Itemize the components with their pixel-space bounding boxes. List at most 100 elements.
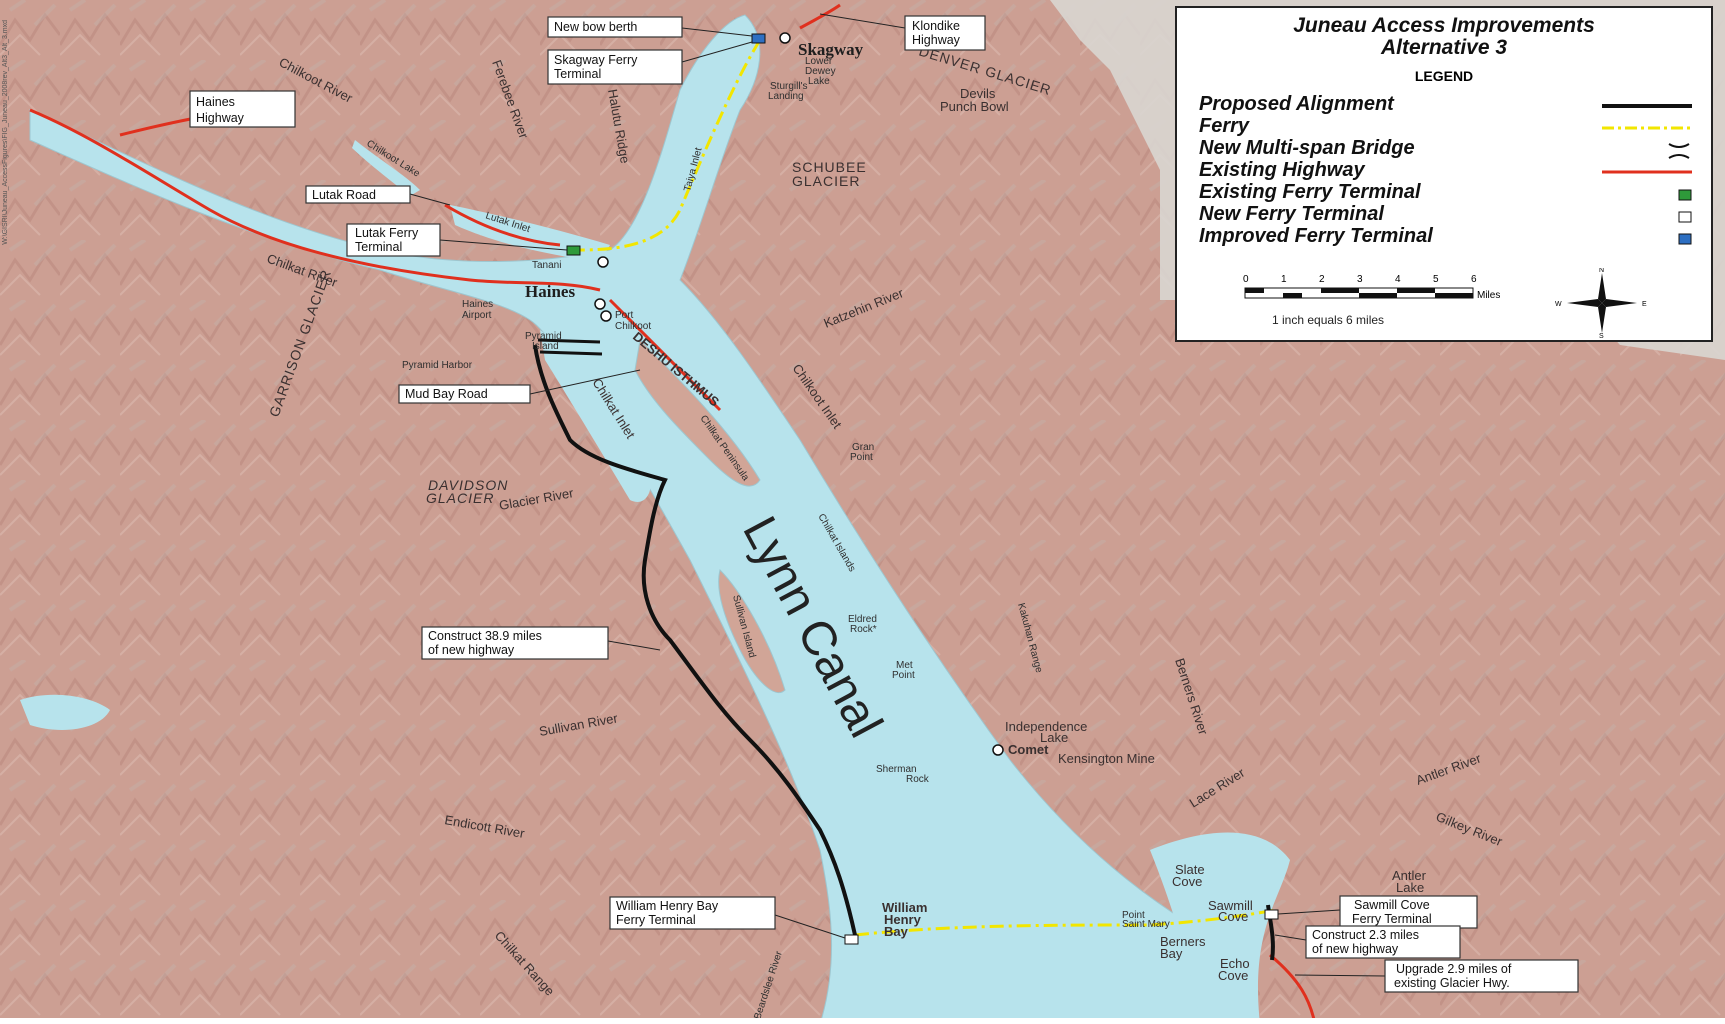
sullivan-island — [718, 569, 786, 693]
sawmill-new-terminal — [1264, 909, 1279, 920]
svg-text:S: S — [1599, 333, 1604, 338]
scale-tick-label: 2 — [1319, 274, 1325, 285]
existing-highway — [29, 3, 1317, 1024]
scale-unit: Miles — [1477, 290, 1500, 301]
label-lower-dewey-2: Dewey — [805, 66, 836, 77]
chilkat-inlet-water — [540, 330, 651, 502]
svg-text:Highway: Highway — [196, 111, 245, 125]
svg-text:New bow berth: New bow berth — [554, 20, 637, 34]
callout-lutak-road: Lutak Road — [305, 185, 411, 204]
label-berners-bay-2: Bay — [1160, 946, 1183, 961]
legend-bridge-symbol — [1668, 143, 1690, 159]
file-path-text: W:\GISRI\Juneau_AccessFigures\FIG_Juneau… — [2, 20, 9, 245]
svg-text:Klondike: Klondike — [912, 19, 960, 33]
svg-text:of new highway: of new highway — [1312, 942, 1399, 956]
label-lower-dewey-3: Lake — [808, 76, 830, 87]
legend-label-existing-terminal: Existing Ferry Terminal — [1199, 181, 1421, 203]
label-davidson-1: DAVIDSON — [428, 477, 508, 493]
legend-new-terminal-symbol — [1678, 211, 1692, 223]
label-devils-2: Punch Bowl — [940, 99, 1009, 114]
label-slate-cove-2: Cove — [1172, 874, 1202, 889]
callout-whb-ferry-terminal: William Henry Bay Ferry Terminal — [609, 896, 776, 930]
callout-upgrade-2-9: Upgrade 2.9 miles of existing Glacier Hw… — [1384, 959, 1579, 993]
label-tanani: Tanani — [532, 260, 561, 271]
label-haines-airport-1: Haines — [462, 299, 493, 310]
svg-text:Ferry Terminal: Ferry Terminal — [1352, 912, 1432, 926]
skagway-improved-terminal — [751, 33, 766, 44]
legend-panel: Juneau Access Improvements Alternative 3… — [1175, 6, 1713, 342]
legend-label-bridge: New Multi-span Bridge — [1199, 137, 1415, 159]
compass-rose: N S W E — [1555, 268, 1647, 338]
svg-text:existing Glacier Hwy.: existing Glacier Hwy. — [1394, 976, 1510, 990]
callout-skagway-ferry-terminal: Skagway Ferry Terminal — [547, 49, 683, 85]
label-william-henry-2: Henry — [884, 912, 922, 927]
svg-text:Construct 38.9 miles: Construct 38.9 miles — [428, 629, 542, 643]
label-antler-lake-1: Antler — [1392, 868, 1427, 883]
label-point-st-mary-1: Point — [1122, 910, 1145, 921]
bottom-margin — [0, 1018, 1725, 1024]
svg-text:Lutak Road: Lutak Road — [312, 188, 376, 202]
label-davidson-2: GLACIER — [426, 490, 494, 506]
west-lake-water — [20, 694, 110, 730]
legend-symbols — [1602, 104, 1692, 245]
svg-text:William Henry Bay: William Henry Bay — [616, 899, 719, 913]
callout-lutak-ferry-terminal: Lutak Ferry Terminal — [346, 223, 441, 257]
label-sawmill-cove-1: Sawmill — [1208, 898, 1253, 913]
label-echo-cove-2: Cove — [1218, 968, 1248, 983]
legend-improved-terminal-symbol — [1678, 233, 1692, 245]
label-independence-1: Independence — [1005, 719, 1087, 734]
svg-text:Lutak Ferry: Lutak Ferry — [355, 226, 419, 240]
label-haines: Haines — [525, 282, 575, 301]
callout-construct-38-9: Construct 38.9 miles of new highway — [421, 626, 609, 660]
callout-mud-bay-road: Mud Bay Road — [398, 384, 531, 404]
label-pyramid-island-2: Island — [532, 341, 559, 352]
label-schubee-2: GLACIER — [792, 173, 860, 189]
label-william-henry-1: William — [882, 900, 927, 915]
scale-tick-label: 0 — [1243, 274, 1249, 285]
label-berners-bay-1: Berners — [1160, 934, 1206, 949]
svg-text:N: N — [1599, 268, 1604, 274]
label-pyramid-harbor: Pyramid Harbor — [402, 360, 473, 371]
legend-label-ferry: Ferry — [1199, 115, 1250, 137]
scale-tick-label: 6 — [1471, 274, 1477, 285]
label-met-point-2: Point — [892, 670, 915, 681]
scale-tick-label: 5 — [1433, 274, 1439, 285]
chilkoot-lake-water — [352, 140, 420, 196]
new-bridge-symbol — [537, 338, 603, 356]
label-eldred-1: Eldred — [848, 614, 877, 625]
label-met-point-1: Met — [896, 660, 913, 671]
legend-title-1: Juneau Access Improvements — [1293, 14, 1595, 37]
label-eldred-2: Rock* — [850, 624, 877, 635]
legend-label-proposed-alignment: Proposed Alignment — [1199, 93, 1394, 115]
proposed-alignment — [533, 344, 1275, 961]
legend-heading: LEGEND — [1414, 68, 1474, 84]
label-sturgills-1: Sturgill's — [770, 81, 807, 92]
svg-text:W: W — [1555, 301, 1562, 308]
svg-text:Mud Bay Road: Mud Bay Road — [405, 387, 488, 401]
whb-new-terminal — [844, 934, 859, 945]
svg-text:Highway: Highway — [912, 33, 961, 47]
legend-label-improved-terminal: Improved Ferry Terminal — [1199, 225, 1433, 247]
svg-text:of new highway: of new highway — [428, 643, 515, 657]
svg-text:Terminal: Terminal — [554, 67, 601, 81]
town-markers — [594, 32, 1004, 756]
label-sherman-2: Rock — [906, 774, 930, 785]
svg-text:E: E — [1642, 301, 1647, 308]
callout-construct-2-3: Construct 2.3 miles of new highway — [1305, 925, 1461, 959]
label-sturgills-2: Landing — [768, 91, 804, 102]
scale-caption: 1 inch equals 6 miles — [1272, 313, 1385, 327]
lutak-existing-terminal — [566, 245, 581, 256]
legend-label-existing-highway: Existing Highway — [1199, 159, 1365, 181]
label-gran-point-1: Gran — [852, 442, 874, 453]
legend-existing-terminal-symbol — [1678, 189, 1692, 201]
label-pyramid-island-1: Pyramid — [525, 331, 562, 342]
ferry-route — [579, 39, 1276, 937]
label-william-henry-3: Bay — [884, 924, 909, 939]
chilkat-peninsula — [634, 338, 761, 487]
svg-text:Sawmill Cove: Sawmill Cove — [1354, 898, 1430, 912]
svg-text:Ferry Terminal: Ferry Terminal — [616, 913, 696, 927]
label-kensington-mine: Kensington Mine — [1058, 751, 1155, 766]
label-schubee-1: SCHUBEE — [792, 159, 867, 175]
legend-title-2: Alternative 3 — [1380, 36, 1508, 59]
